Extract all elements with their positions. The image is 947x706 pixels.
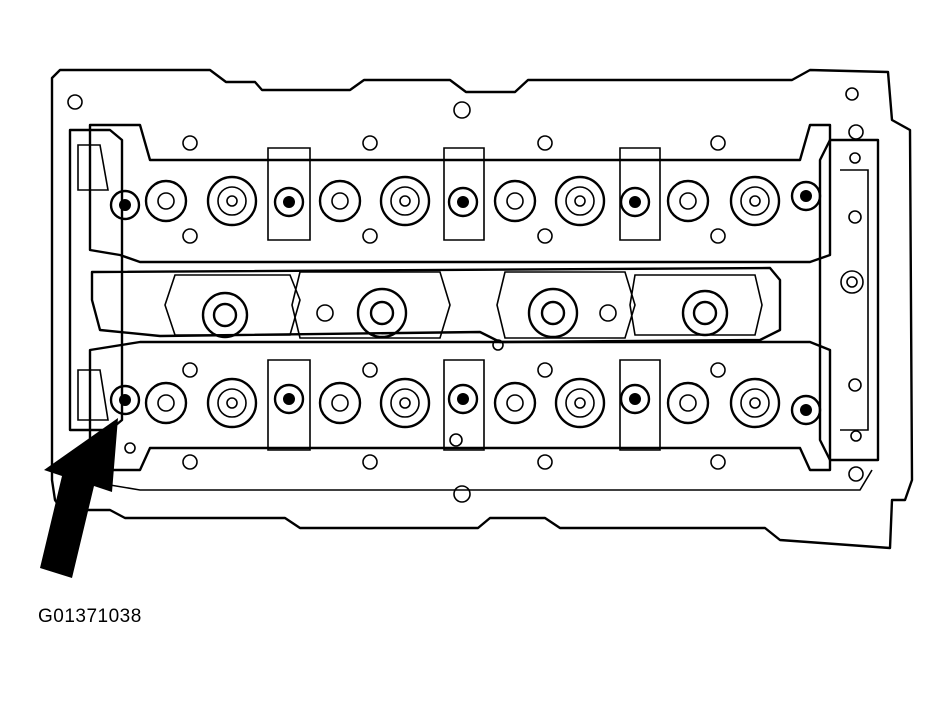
spark-plug-wells xyxy=(164,271,763,339)
perimeter-holes xyxy=(67,87,864,503)
upper-camshaft-components xyxy=(109,135,822,244)
upper-bearing-row xyxy=(88,123,832,264)
center-gallery xyxy=(90,266,782,344)
lower-dowel-holes xyxy=(182,362,726,470)
spark-plug-well-2 xyxy=(291,271,451,339)
left-notch-top xyxy=(77,144,109,191)
head-outline xyxy=(50,68,914,550)
lower-ledge xyxy=(79,469,873,491)
figure-label: G01371038 xyxy=(38,606,142,627)
right-rail xyxy=(840,169,869,431)
left-frame xyxy=(68,128,124,432)
spark-plug-well-3 xyxy=(496,271,636,339)
pointer-arrow xyxy=(40,418,118,578)
spark-plug-well-4 xyxy=(629,274,763,337)
upper-cap-bolts xyxy=(109,180,822,221)
upper-dowel-holes xyxy=(182,135,726,244)
left-notch-bottom xyxy=(77,369,109,421)
lower-cap-bolts xyxy=(109,383,822,426)
lower-camshaft-components xyxy=(109,359,822,470)
right-frame xyxy=(818,138,880,462)
spark-plug-well-1 xyxy=(164,274,301,339)
